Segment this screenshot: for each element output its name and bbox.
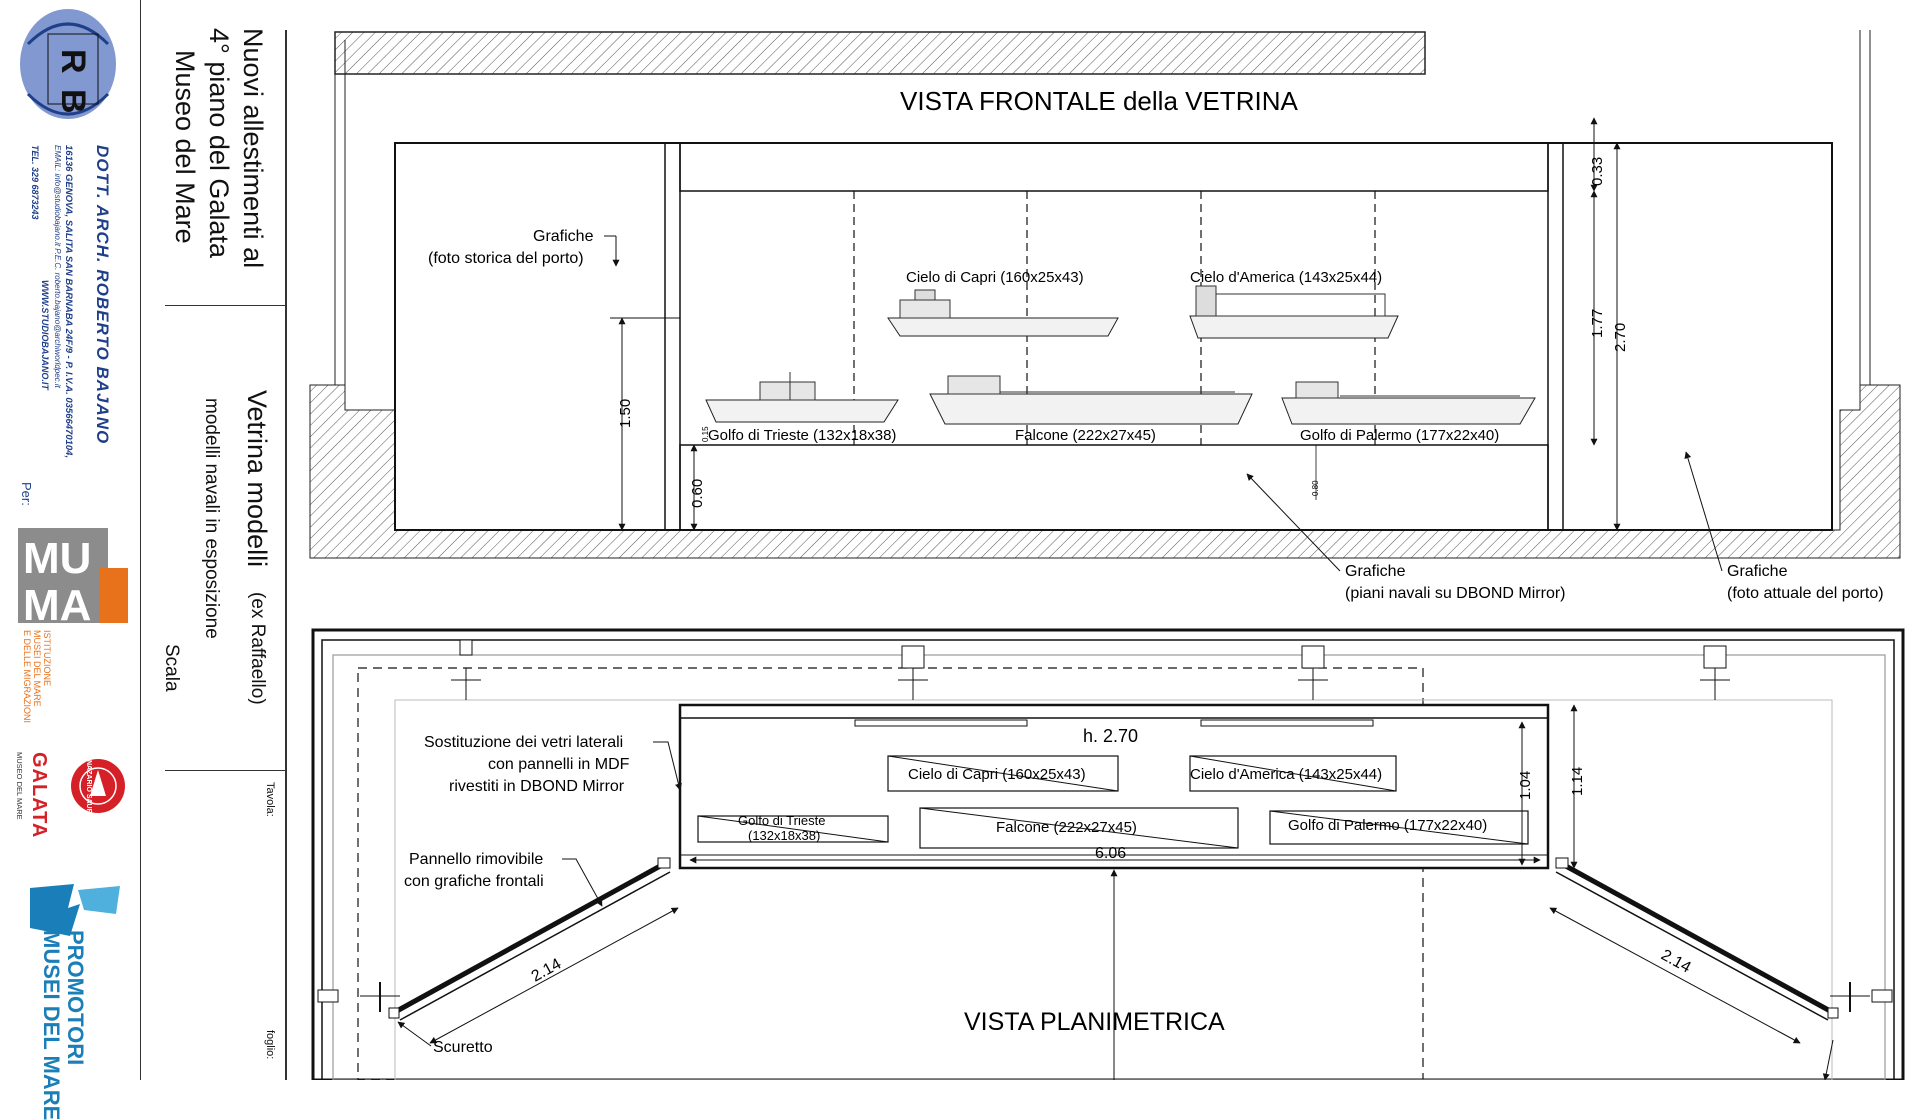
dim-1-77: 1.77 [1589, 309, 1606, 338]
promotori-flag-icon [30, 884, 120, 936]
plan-box-falcone: Falcone (222x27x45) [996, 819, 1137, 836]
front-ship-label-4: Falcone (222x27x45) [1015, 427, 1156, 444]
note-glass-1: Sostituzione dei vetri laterali [424, 734, 623, 751]
ship-falcone-icon [929, 375, 1253, 425]
front-view: VISTA FRONTALE della VETRINA [309, 30, 1901, 602]
plan-box-cielo-d-america: Cielo d'America (143x25x44) [1190, 766, 1382, 783]
note-panel-1: Pannello rimovibile [409, 851, 543, 868]
dim-2-14-left: 2.14 [529, 955, 565, 985]
muma-logo: MU MA [18, 528, 128, 630]
dim-1-14: 1.14 [1569, 767, 1586, 796]
plan-view-title: VISTA PLANIMETRICA [964, 1008, 1225, 1036]
plan-outer-wall [311, 628, 1905, 1080]
bajano-logo: R B [20, 9, 116, 119]
grafiche-right-1: Grafiche [1727, 563, 1788, 580]
title-separator-1 [165, 305, 287, 306]
column-stubs [451, 639, 1730, 700]
plan-box-golfo-di-palermo: Golfo di Palermo (177x22x40) [1288, 817, 1487, 834]
dim-2-70: 2.70 [1612, 323, 1629, 352]
dim-0-60: 0.60 [689, 479, 706, 508]
floor-hatch-left [309, 384, 1901, 559]
muma-letters-bottom: MA [23, 581, 91, 628]
ship-golfo-di-palermo-icon [1281, 381, 1536, 425]
front-ship-label-2: Cielo d'America (143x25x44) [1190, 269, 1382, 286]
muma-letters-top: MU [23, 534, 91, 583]
ship-cielo-di-capri-icon [887, 289, 1119, 337]
grafiche-right-2: (foto attuale del porto) [1727, 585, 1884, 602]
plan-view: h. 2.70 Cielo di Capri (160x25x43) Cielo… [311, 628, 1905, 1080]
front-view-title: VISTA FRONTALE della VETRINA [900, 86, 1298, 116]
title-block-edge [285, 30, 287, 1080]
title-block: R B DOTT. ARCH. ROBERTO BAJANO 16136 GEN… [0, 0, 290, 1120]
title-separator-2 [165, 770, 287, 771]
grafiche-center-1: Grafiche [1345, 563, 1406, 580]
dim-0-80: 0.80 [1311, 480, 1320, 496]
ship-cielo-d-america-icon [1189, 285, 1399, 339]
note-scuretto: Scuretto [433, 1039, 493, 1056]
grafiche-left-1: Grafiche [533, 228, 594, 245]
note-panel-2: con grafiche frontali [404, 873, 544, 890]
dim-0-33: 0.33 [1589, 157, 1606, 186]
ceiling-beam [334, 31, 1426, 75]
plan-box-golfo-di-trieste-2: (132x18x38) [748, 828, 820, 843]
front-ship-label-3: Golfo di Trieste (132x18x38) [708, 427, 896, 444]
note-glass-3: rivestiti in DBOND Mirror [449, 778, 625, 795]
dim-1-50: 1.50 [617, 399, 634, 428]
right-angled-panel [1555, 857, 1839, 1021]
drawing-area: VISTA FRONTALE della VETRINA [309, 30, 1905, 1080]
dim-0-15: 0.15 [701, 426, 710, 442]
grafiche-center-2: (piani navali su DBOND Mirror) [1345, 585, 1566, 602]
ship-golfo-di-trieste-icon [705, 372, 899, 423]
front-ship-label-5: Golfo di Palermo (177x22x40) [1300, 427, 1499, 444]
plan-height-label: h. 2.70 [1083, 726, 1138, 746]
dim-1-04: 1.04 [1517, 771, 1534, 800]
galata-badge-icon [71, 759, 125, 813]
title-block-divider [140, 0, 141, 1080]
vetrina-plan-outline [678, 703, 1550, 870]
logo-letter-r: R [54, 49, 92, 74]
muma-logo-mark: MU MA [18, 528, 128, 630]
front-ship-label-1: Cielo di Capri (160x25x43) [906, 269, 1084, 286]
grafiche-left-2: (foto storica del porto) [428, 250, 584, 267]
plan-box-golfo-di-trieste-1: Golfo di Trieste [738, 813, 825, 828]
plan-box-cielo-di-capri: Cielo di Capri (160x25x43) [908, 766, 1086, 783]
dim-6-06: 6.06 [1095, 845, 1126, 862]
logo-letter-b: B [54, 89, 92, 114]
dim-2-14-right: 2.14 [1658, 947, 1694, 977]
beam-projection [357, 667, 1424, 1080]
note-glass-2: con pannelli in MDF [488, 756, 630, 773]
